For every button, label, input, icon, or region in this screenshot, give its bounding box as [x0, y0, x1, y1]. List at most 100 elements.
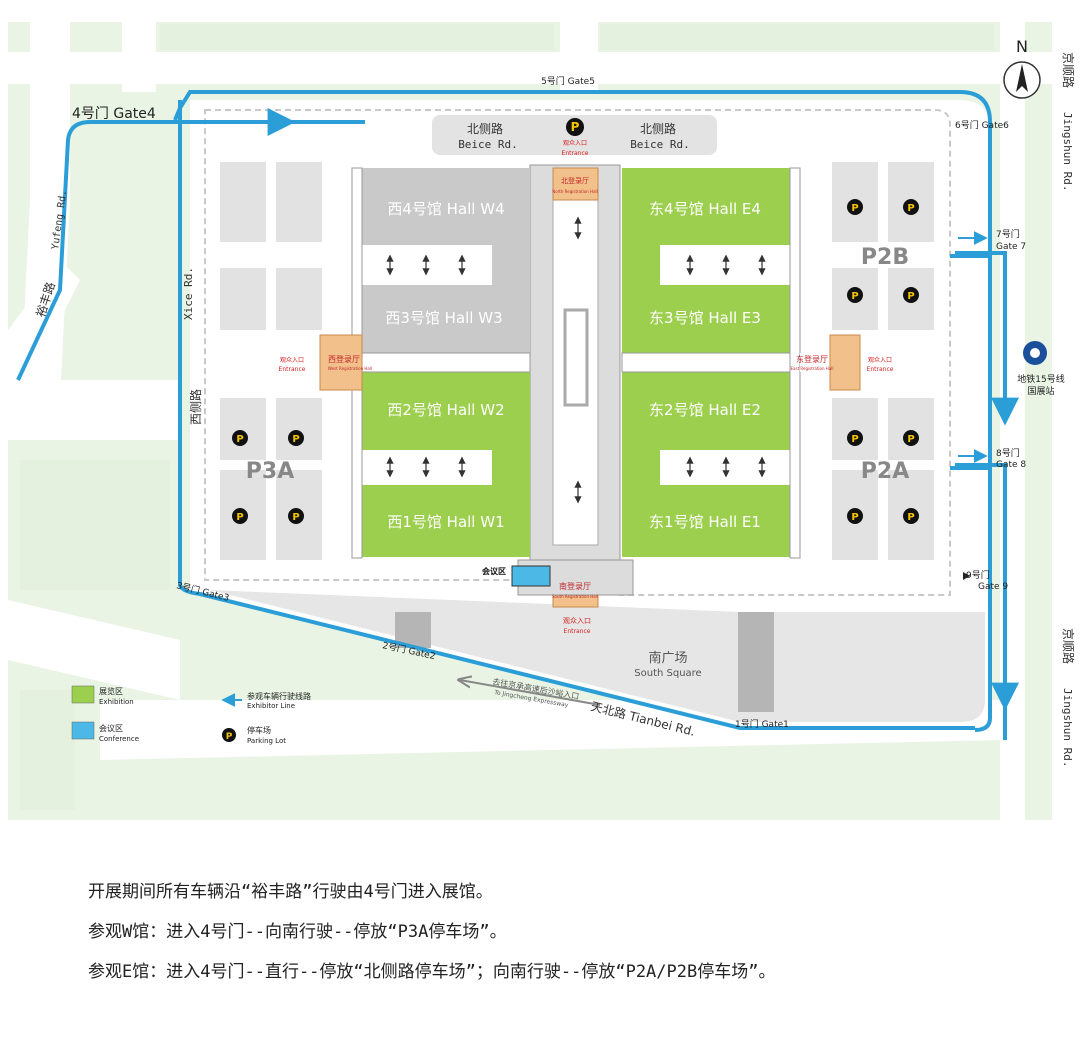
- conference-area: [511, 565, 551, 587]
- parking-icon-p: P: [292, 512, 299, 523]
- parking-icon-p: P: [851, 203, 858, 214]
- parking-icons: [232, 118, 919, 524]
- parking-icon-p: P: [907, 434, 914, 445]
- legend-exhibition-en: Exhibition: [99, 698, 134, 706]
- legend-parking-icon: [222, 728, 236, 742]
- gate4-label: 4号门 Gate4: [72, 106, 156, 122]
- conference-area-label: 会议区: [482, 566, 506, 576]
- beice-road-en-1: Beice Rd.: [458, 138, 518, 151]
- entrance-south-cn: 观众入口: [563, 617, 591, 625]
- gate1-label: 1号门 Gate1: [735, 718, 789, 730]
- beice-road-cn-2: 北侧路: [640, 121, 676, 136]
- parking-icon-p: P: [236, 512, 243, 523]
- west-registration-hall: [319, 334, 363, 391]
- west-registration-en: West Registration Hall: [328, 366, 372, 371]
- parking-p3a: P3A: [246, 459, 294, 484]
- parking-icon-p: P: [292, 434, 299, 445]
- entrance-south-en: Entrance: [564, 628, 591, 635]
- east-halls: [622, 167, 801, 559]
- legend-exhibition-cn: 展览区: [99, 686, 123, 696]
- hall-e2-label: 东2号馆 Hall E2: [649, 401, 761, 419]
- beice-road-cn-1: 北侧路: [467, 121, 503, 136]
- city-blocks: [20, 24, 994, 810]
- legend-conference-cn: 会议区: [99, 723, 123, 733]
- hall-w1-label: 西1号馆 Hall W1: [387, 513, 504, 531]
- hall-e3-label: 东3号馆 Hall E3: [649, 309, 761, 327]
- legend-route-cn: 参观车辆行驶线路: [247, 691, 311, 701]
- legend-parking-cn: 停车场: [247, 725, 271, 735]
- legend-parking-en: Parking Lot: [247, 737, 286, 745]
- south-registration-en: South Registration Hall: [552, 594, 598, 599]
- hall-e4-label: 东4号馆 Hall E4: [649, 200, 761, 218]
- expressway-arrow: [460, 680, 601, 706]
- parking-icon-p: P: [907, 512, 914, 523]
- entrance-east-en: Entrance: [867, 366, 894, 373]
- hall-w2-label: 西2号馆 Hall W2: [387, 401, 504, 419]
- gate9-en: Gate 9: [978, 582, 1008, 592]
- xice-road-cn: 西侧路: [188, 389, 203, 425]
- gate9-marker: [963, 572, 970, 580]
- north-registration-label: 北登录厅: [561, 176, 589, 185]
- legend-route-en: Exhibitor Line: [247, 702, 295, 710]
- instruction-line-3: 参观E馆：进入4号门--直行--停放“北侧路停车场”；向南行驶--停放“P2A/…: [88, 962, 776, 982]
- entrance-north-en: Entrance: [562, 150, 589, 157]
- south-square-en: South Square: [634, 668, 701, 679]
- legend-conference-en: Conference: [99, 735, 139, 743]
- parking-icon-p: P: [907, 291, 914, 302]
- legend-conference-swatch: [71, 721, 95, 740]
- parking-icon-p: P: [851, 434, 858, 445]
- parking-icon-p: P: [236, 434, 243, 445]
- parking-p2a: P2A: [861, 459, 909, 484]
- parking-lots: [220, 162, 934, 560]
- parking-icon-p: P: [851, 291, 858, 302]
- xice-road-en: Xice Rd.: [182, 267, 195, 320]
- instruction-line-2: 参观W馆：进入4号门--向南行驶--停放“P3A停车场”。: [88, 922, 507, 942]
- entrance-north-cn: 观众入口: [563, 140, 587, 147]
- gate7-en: Gate 7: [996, 242, 1026, 252]
- gate5-label: 5号门 Gate5: [541, 75, 595, 87]
- east-registration-hall: [829, 334, 861, 391]
- east-registration-en: East Registration Hall: [791, 366, 834, 371]
- inner-road-dashed: [204, 109, 951, 596]
- metro-line: 地铁15号线: [1017, 373, 1064, 385]
- parking-icon-p: P: [851, 512, 858, 523]
- instruction-line-1: 开展期间所有车辆沿“裕丰路”行驶由4号门进入展馆。: [88, 882, 493, 902]
- legend-parking-p: P: [226, 732, 233, 742]
- parking-icon-p: P: [571, 120, 580, 134]
- parking-icon-p: P: [907, 203, 914, 214]
- north-registration-en: North Registration Hall: [552, 189, 598, 194]
- instructions: 开展期间所有车辆沿“裕丰路”行驶由4号门进入展馆。 参观W馆：进入4号门--向南…: [88, 872, 1048, 992]
- entrance-east-cn: 观众入口: [868, 357, 892, 364]
- metro-icon: [1023, 341, 1047, 365]
- south-registration-label: 南登录厅: [559, 581, 591, 591]
- south-square-cn: 南广场: [648, 650, 687, 666]
- jingshun-road-cn-2: 京顺路: [1061, 628, 1076, 664]
- beice-road-en-2: Beice Rd.: [630, 138, 690, 151]
- hall-e1-label: 东1号馆 Hall E1: [649, 513, 761, 531]
- exhibition-site-map: N 北侧路 Beice Rd. 北侧路 Beice Rd. Xice Rd. 西…: [8, 22, 1076, 820]
- north-compass: [1003, 61, 1041, 99]
- exhibitor-route: [16, 90, 1019, 740]
- map-legend: 展览区 Exhibition 会议区 Conference 参观车辆行驶线路 E…: [71, 685, 311, 745]
- north-label: N: [1016, 37, 1028, 56]
- north-registration-hall: [552, 167, 599, 201]
- parking-p2b: P2B: [861, 245, 909, 270]
- gate9-cn: 9号门: [966, 569, 990, 581]
- west-registration-label: 西登录厅: [328, 354, 360, 364]
- entrance-west-cn: 观众入口: [280, 357, 304, 364]
- jingshun-road-en-1: Jingshun Rd.: [1061, 112, 1074, 191]
- gate8-en: Gate 8: [996, 460, 1026, 470]
- legend-exhibition-swatch: [71, 685, 95, 704]
- entrance-west-en: Entrance: [279, 366, 306, 373]
- jingshun-road-cn-1: 京顺路: [1061, 52, 1076, 88]
- hall-w4-label: 西4号馆 Hall W4: [387, 200, 504, 218]
- jingshun-road-en-2: Jingshun Rd.: [1061, 688, 1074, 767]
- walkway-arrows: [386, 216, 766, 504]
- hall-w3-label: 西3号馆 Hall W3: [385, 309, 502, 327]
- gate7-cn: 7号门: [996, 228, 1020, 240]
- parking-icon-letters: P P P P P P P P P P P P P: [236, 120, 914, 523]
- gate6-label: 6号门 Gate6: [955, 119, 1009, 131]
- gate8-cn: 8号门: [996, 447, 1020, 459]
- metro-station: 国展站: [1027, 385, 1054, 397]
- east-registration-label: 东登录厅: [796, 354, 828, 364]
